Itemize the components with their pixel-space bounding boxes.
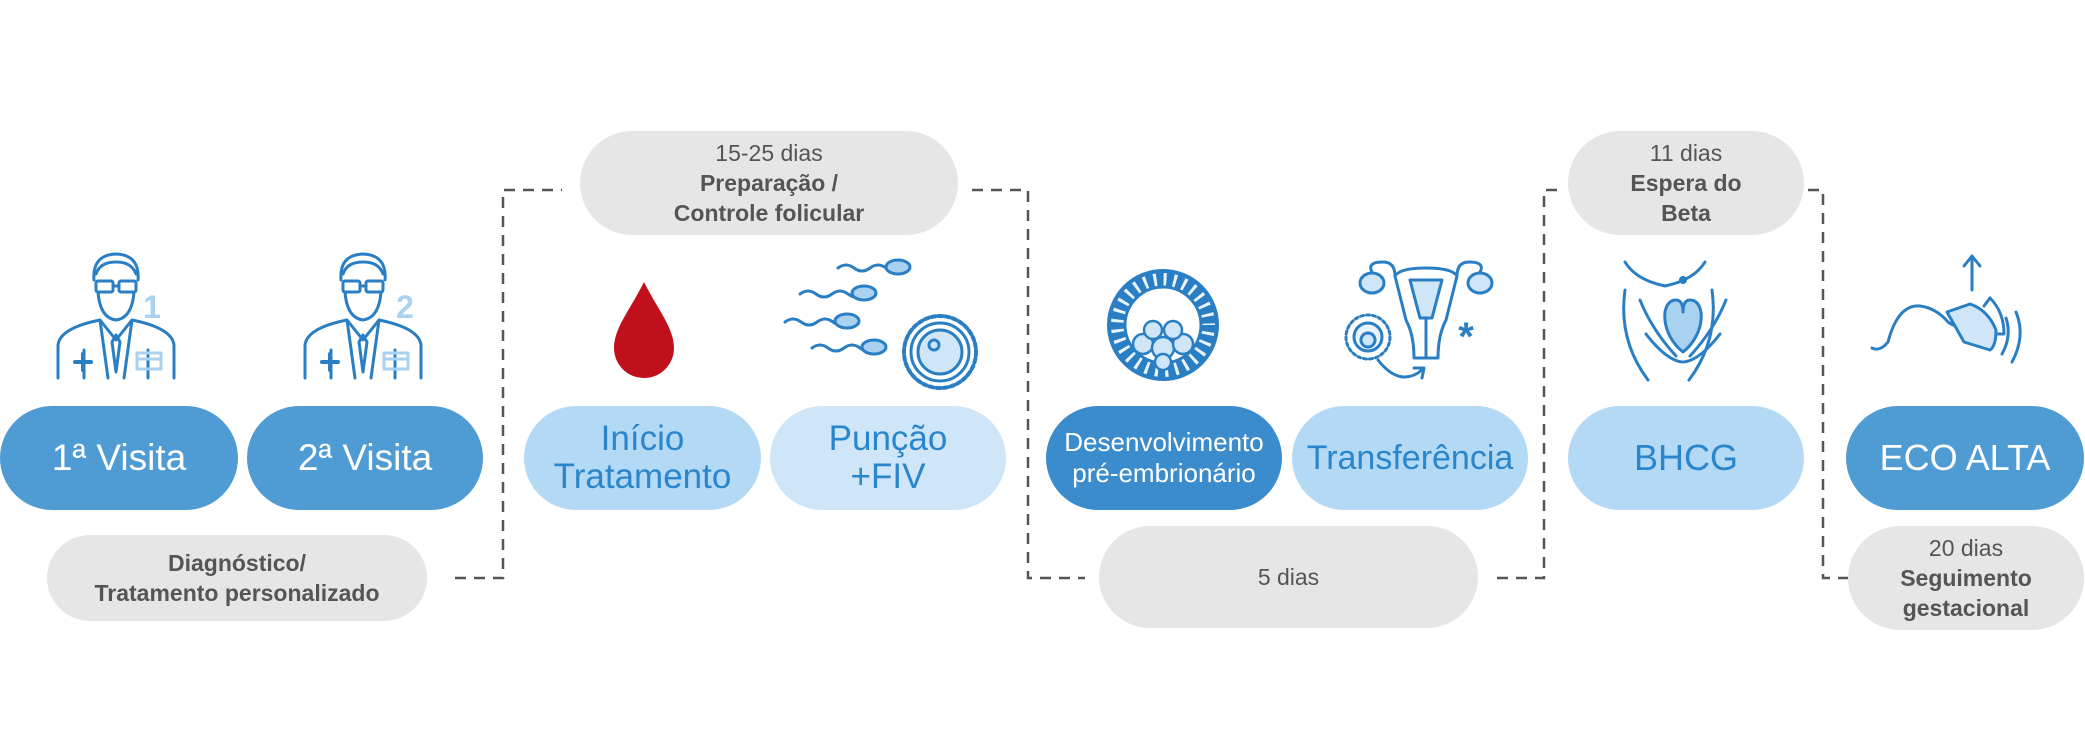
step-transfer-label: Transferência: [1306, 438, 1514, 477]
step-visit-2: 2ª Visita: [247, 406, 483, 510]
step-eco-alta-label: ECO ALTA: [1879, 437, 2051, 478]
blood-drop-icon: [614, 282, 674, 378]
step-visit-1-label: 1ª Visita: [51, 437, 187, 478]
doctor-icon-2-number: 2: [396, 289, 414, 325]
uterus-transfer-icon: [1344, 260, 1494, 380]
ultrasound-probe-icon: [1870, 254, 2022, 364]
phase-beta-wait-name-2: Beta: [1661, 200, 1711, 226]
phase-preparation-name-2: Controle folicular: [673, 200, 865, 226]
phase-preparation-duration: 15-25 dias: [715, 140, 823, 166]
step-start-treatment: Início Tratamento: [524, 406, 761, 510]
phase-gestational-name-2: gestacional: [1902, 595, 2030, 621]
step-transfer: Transferência: [1292, 406, 1528, 510]
step-development-label-2: pré-embrionário: [1072, 458, 1256, 488]
connector-preparation-development: [972, 188, 1085, 580]
step-eco-alta: ECO ALTA: [1846, 406, 2084, 510]
phase-gestational-name-1: Seguimento: [1900, 565, 2032, 591]
asterisk-icon: *: [1458, 315, 1474, 359]
connector-beta-gestational: [1808, 188, 1848, 580]
belly-heart-icon: [1622, 260, 1728, 382]
step-development: Desenvolvimento pré-embrionário: [1046, 406, 1282, 510]
step-puncture-label-1: Punção: [828, 419, 948, 458]
step-puncture: Punção +FIV: [770, 406, 1006, 510]
phase-gestational: 20 dias Seguimento gestacional: [1848, 526, 2084, 630]
phase-beta-wait: 11 dias Espera do Beta: [1568, 131, 1804, 235]
phase-diagnosis-name-2: Tratamento personalizado: [94, 580, 380, 606]
connector-development-beta: [1497, 188, 1565, 580]
step-visit-1: 1ª Visita: [0, 406, 238, 510]
phase-development: 5 dias: [1099, 526, 1478, 628]
step-bhcg: BHCG: [1568, 406, 1804, 510]
blastocyst-icon: [1107, 269, 1219, 381]
phase-preparation-name-1: Preparação /: [699, 170, 839, 196]
sperm-egg-icon: [783, 258, 978, 390]
phase-development-duration: 5 dias: [1257, 564, 1320, 590]
doctor-icon-1: [56, 252, 176, 380]
step-puncture-label-2: +FIV: [850, 457, 926, 496]
connector-lines: [455, 188, 1848, 580]
phase-preparation: 15-25 dias Preparação / Controle folicul…: [580, 131, 958, 235]
phase-diagnosis: Diagnóstico/ Tratamento personalizado: [47, 535, 427, 621]
doctor-icon-1-number: 1: [143, 289, 161, 325]
step-development-label-1: Desenvolvimento: [1064, 427, 1264, 457]
step-visit-2-label: 2ª Visita: [297, 437, 433, 478]
step-bhcg-label: BHCG: [1633, 437, 1738, 478]
connector-diagnosis-preparation: [455, 188, 562, 580]
doctor-icon-2: [303, 252, 423, 380]
phase-beta-wait-duration: 11 dias: [1649, 140, 1723, 166]
step-start-treatment-label: Início Tratamento: [553, 419, 732, 496]
phase-diagnosis-name-1: Diagnóstico/: [167, 550, 306, 576]
phase-beta-wait-name-1: Espera do: [1630, 170, 1742, 196]
phase-gestational-duration: 20 dias: [1928, 535, 2004, 561]
